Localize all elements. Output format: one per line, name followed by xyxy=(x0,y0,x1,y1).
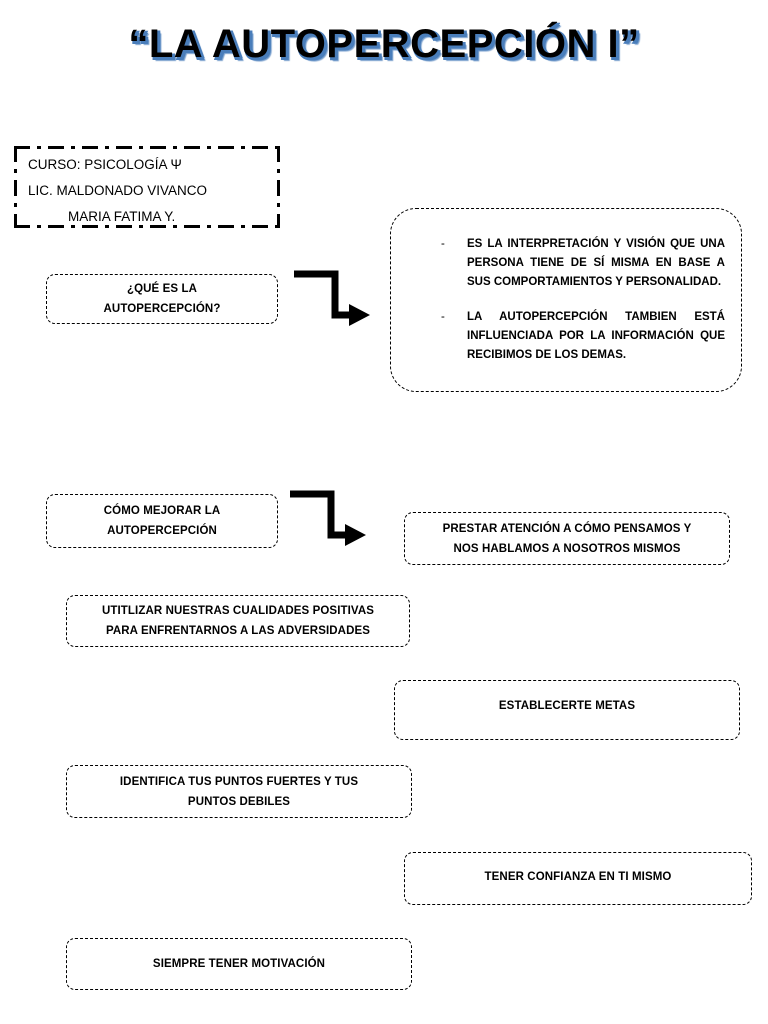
page-title: “LA AUTOPERCEPCIÓN I” xyxy=(128,22,640,66)
course-info-box: CURSO: PSICOLOGÍA Ψ LIC. MALDONADO VIVAN… xyxy=(14,146,280,228)
node-tip-motivation[interactable]: SIEMPRE TENER MOTIVACIÓN xyxy=(66,938,412,990)
node-label: TENER CONFIANZA EN TI MISMO xyxy=(484,871,672,883)
course-info-line-docente: LIC. MALDONADO VIVANCO xyxy=(28,183,208,198)
arrow-improve-to-tips xyxy=(288,488,368,555)
node-label: SIEMPRE TENER MOTIVACIÓN xyxy=(152,958,326,970)
answer-bullet-item: - ES LA INTERPRETACIÓN Y VISIÓN QUE UNA … xyxy=(441,235,725,292)
course-info-line-curso: CURSO: PSICOLOGÍA Ψ xyxy=(28,157,182,172)
bullet-dash-icon: - xyxy=(441,311,445,323)
answer-bullet-item: - LA AUTOPERCEPCIÓN TAMBIEN ESTÁ INFLUEN… xyxy=(441,308,725,365)
answer-bullet-list: - ES LA INTERPRETACIÓN Y VISIÓN QUE UNA … xyxy=(399,235,725,365)
node-answer-definition[interactable]: - ES LA INTERPRETACIÓN Y VISIÓN QUE UNA … xyxy=(390,208,742,392)
bullet-dash-icon: - xyxy=(441,238,445,250)
node-tip-confidence[interactable]: TENER CONFIANZA EN TI MISMO xyxy=(404,852,752,905)
answer-bullet-text: LA AUTOPERCEPCIÓN TAMBIEN ESTÁ INFLUENCI… xyxy=(467,311,725,361)
node-tip-goals[interactable]: ESTABLECERTE METAS xyxy=(394,680,740,740)
node-label: ESTABLECERTE METAS xyxy=(498,700,636,712)
page-title-container: “LA AUTOPERCEPCIÓN I” xyxy=(0,22,768,67)
course-info-line-alumna: MARIA FATIMA Y. xyxy=(68,209,176,224)
arrow-question-to-answer xyxy=(292,268,372,335)
answer-bullet-text: ES LA INTERPRETACIÓN Y VISIÓN QUE UNA PE… xyxy=(467,238,725,288)
